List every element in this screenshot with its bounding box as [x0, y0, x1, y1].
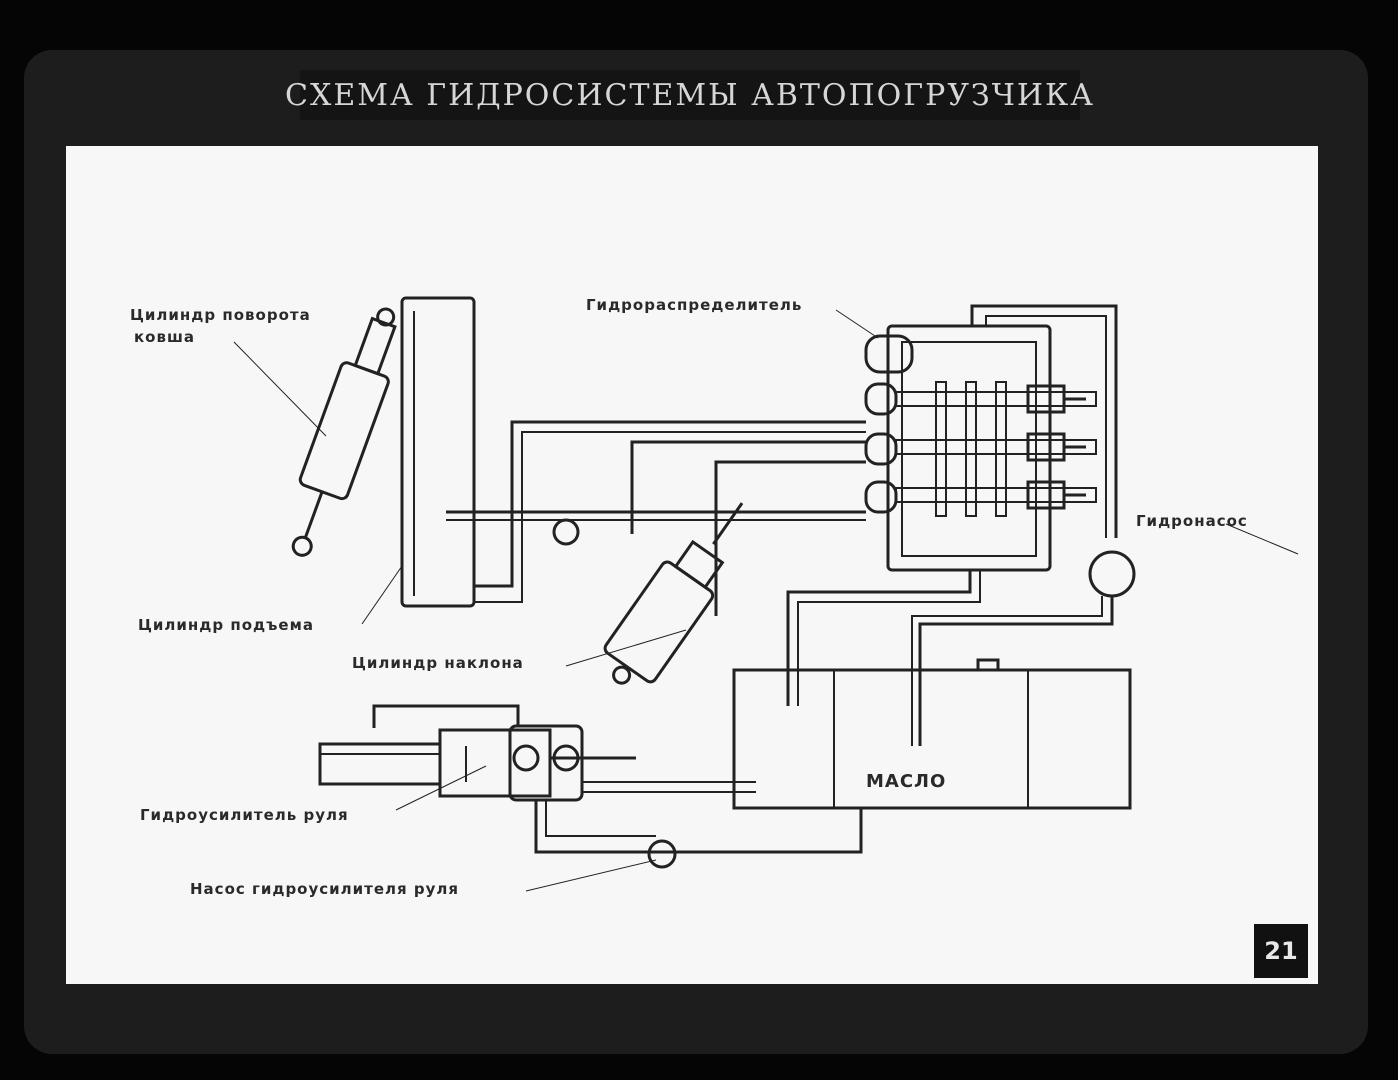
- label-bucket-cylinder-line1: Цилиндр поворота: [130, 306, 311, 324]
- power-steering-unit: [318, 704, 863, 854]
- lift-cylinder: [400, 296, 476, 608]
- hydraulic-diagram: [233, 296, 1299, 892]
- label-distributor: Гидрораспределитель: [586, 296, 803, 314]
- page-number: 21: [1254, 924, 1308, 978]
- steering-pump: [647, 839, 677, 869]
- label-tilt-cylinder: Цилиндр наклона: [352, 654, 524, 672]
- label-oil: МАСЛО: [866, 771, 947, 792]
- oil-tank: [732, 658, 1132, 810]
- label-lift-cylinder: Цилиндр подъема: [138, 616, 314, 634]
- hydraulic-pump: [1088, 550, 1136, 598]
- tilt-cylinder: [603, 502, 744, 685]
- label-bucket-cylinder-line2: ковша: [134, 328, 196, 346]
- label-pump: Гидронасос: [1136, 512, 1248, 530]
- distributor-block: [864, 324, 1097, 572]
- diagram-panel: Цилиндр поворота ковша Гидрораспределите…: [66, 146, 1318, 984]
- bucket-cylinder: [291, 307, 397, 557]
- slide-title: СХЕМА ГИДРОСИСТЕМЫ АВТОПОГРУЗЧИКА: [285, 70, 1093, 120]
- label-steering-pump: Насос гидроусилителя руля: [190, 880, 460, 898]
- label-power-steering: Гидроусилитель руля: [140, 806, 349, 824]
